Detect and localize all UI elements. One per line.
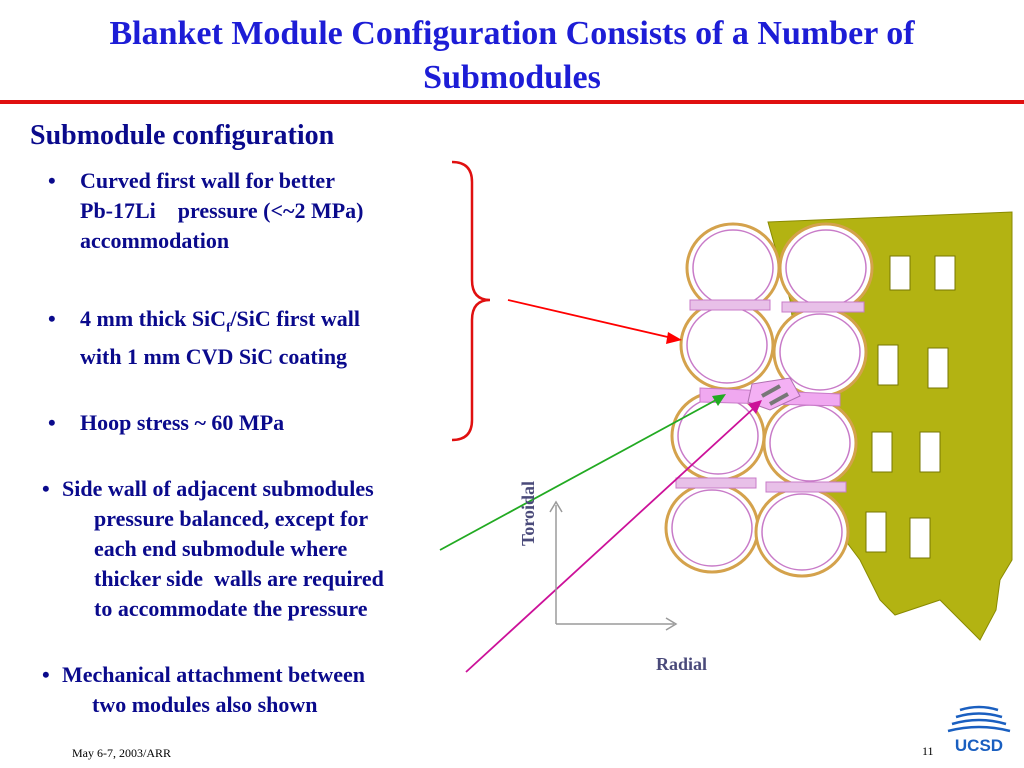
coordinate-axes	[549, 500, 678, 631]
arrow-magenta	[465, 400, 762, 673]
title-line-2: Submodules	[423, 59, 601, 96]
tube-right-4	[754, 486, 850, 578]
bullet-hoop-stress: • Hoop stress ~ 60 MPa	[48, 408, 285, 438]
bullet-text: to accommodate the pressure	[94, 596, 368, 621]
bullet-text: Mechanical attachment between	[62, 662, 366, 687]
subheading: Submodule configuration	[30, 120, 335, 151]
bullet-text: accommodation	[80, 228, 230, 253]
title-divider	[0, 100, 1024, 104]
bullet-text: Side wall of adjacent submodules	[62, 476, 374, 501]
bullet-text: 4 mm thick SiCf/SiC first wall	[80, 304, 360, 342]
bullet-text: pressure balanced, except for	[94, 506, 369, 531]
axis-label-toroidal: Toroidal	[518, 481, 538, 546]
arrow-red	[507, 299, 682, 344]
bullet-text: Hoop stress ~ 60 MPa	[80, 410, 285, 435]
bullet-text-part: /SiC first wall	[230, 306, 360, 331]
bullet-marker: •	[42, 476, 50, 501]
plate-openings	[865, 255, 956, 559]
bullet-curved-first-wall: • Curved first wall for better Pb-17Li p…	[48, 166, 364, 256]
bullet-text-part: 4 mm thick SiC	[80, 306, 227, 331]
bullet-text: two modules also shown	[92, 692, 318, 717]
bullet-text: each end submodule where	[94, 536, 348, 561]
curly-brace	[451, 160, 491, 442]
tube-right-1	[778, 222, 874, 314]
ucsd-logo: UCSD	[947, 705, 1011, 754]
bullet-marker: •	[48, 410, 56, 435]
slide-title: Blanket Module Configuration Consists of…	[0, 12, 1024, 100]
title-line-1: Blanket Module Configuration Consists of…	[109, 15, 915, 52]
bullet-marker: •	[48, 168, 56, 193]
bullet-text: Pb-17Li pressure (<~2 MPa)	[80, 198, 364, 223]
bullet-marker: •	[48, 306, 56, 331]
tube-left-4	[664, 482, 760, 574]
side-walls	[675, 299, 865, 493]
subscript: f	[226, 319, 231, 335]
bullet-side-wall: • Side wall of adjacent submodules press…	[42, 474, 384, 624]
bullet-mechanical-attachment: • Mechanical attachment between two modu…	[42, 660, 366, 720]
bullet-marker: •	[42, 662, 50, 687]
bullet-text: thicker side walls are required	[94, 566, 384, 591]
tube-left-2	[679, 299, 775, 391]
bullet-text: with 1 mm CVD SiC coating	[80, 344, 348, 370]
bullet-sic-first-wall: • 4 mm thick SiCf/SiC first wall with 1 …	[48, 304, 360, 372]
footer-date: May 6-7, 2003/ARR	[72, 746, 171, 760]
axis-label-radial: Radial	[656, 654, 707, 674]
tube-left-1	[685, 222, 781, 314]
submodule-tubes	[664, 222, 874, 578]
tube-right-3	[762, 397, 858, 489]
arrow-green	[439, 394, 726, 551]
logo-wave-icon	[947, 705, 1011, 733]
logo-text: UCSD	[955, 736, 1003, 754]
page-number: 11	[922, 744, 934, 758]
bullet-text: Curved first wall for better	[80, 168, 335, 193]
